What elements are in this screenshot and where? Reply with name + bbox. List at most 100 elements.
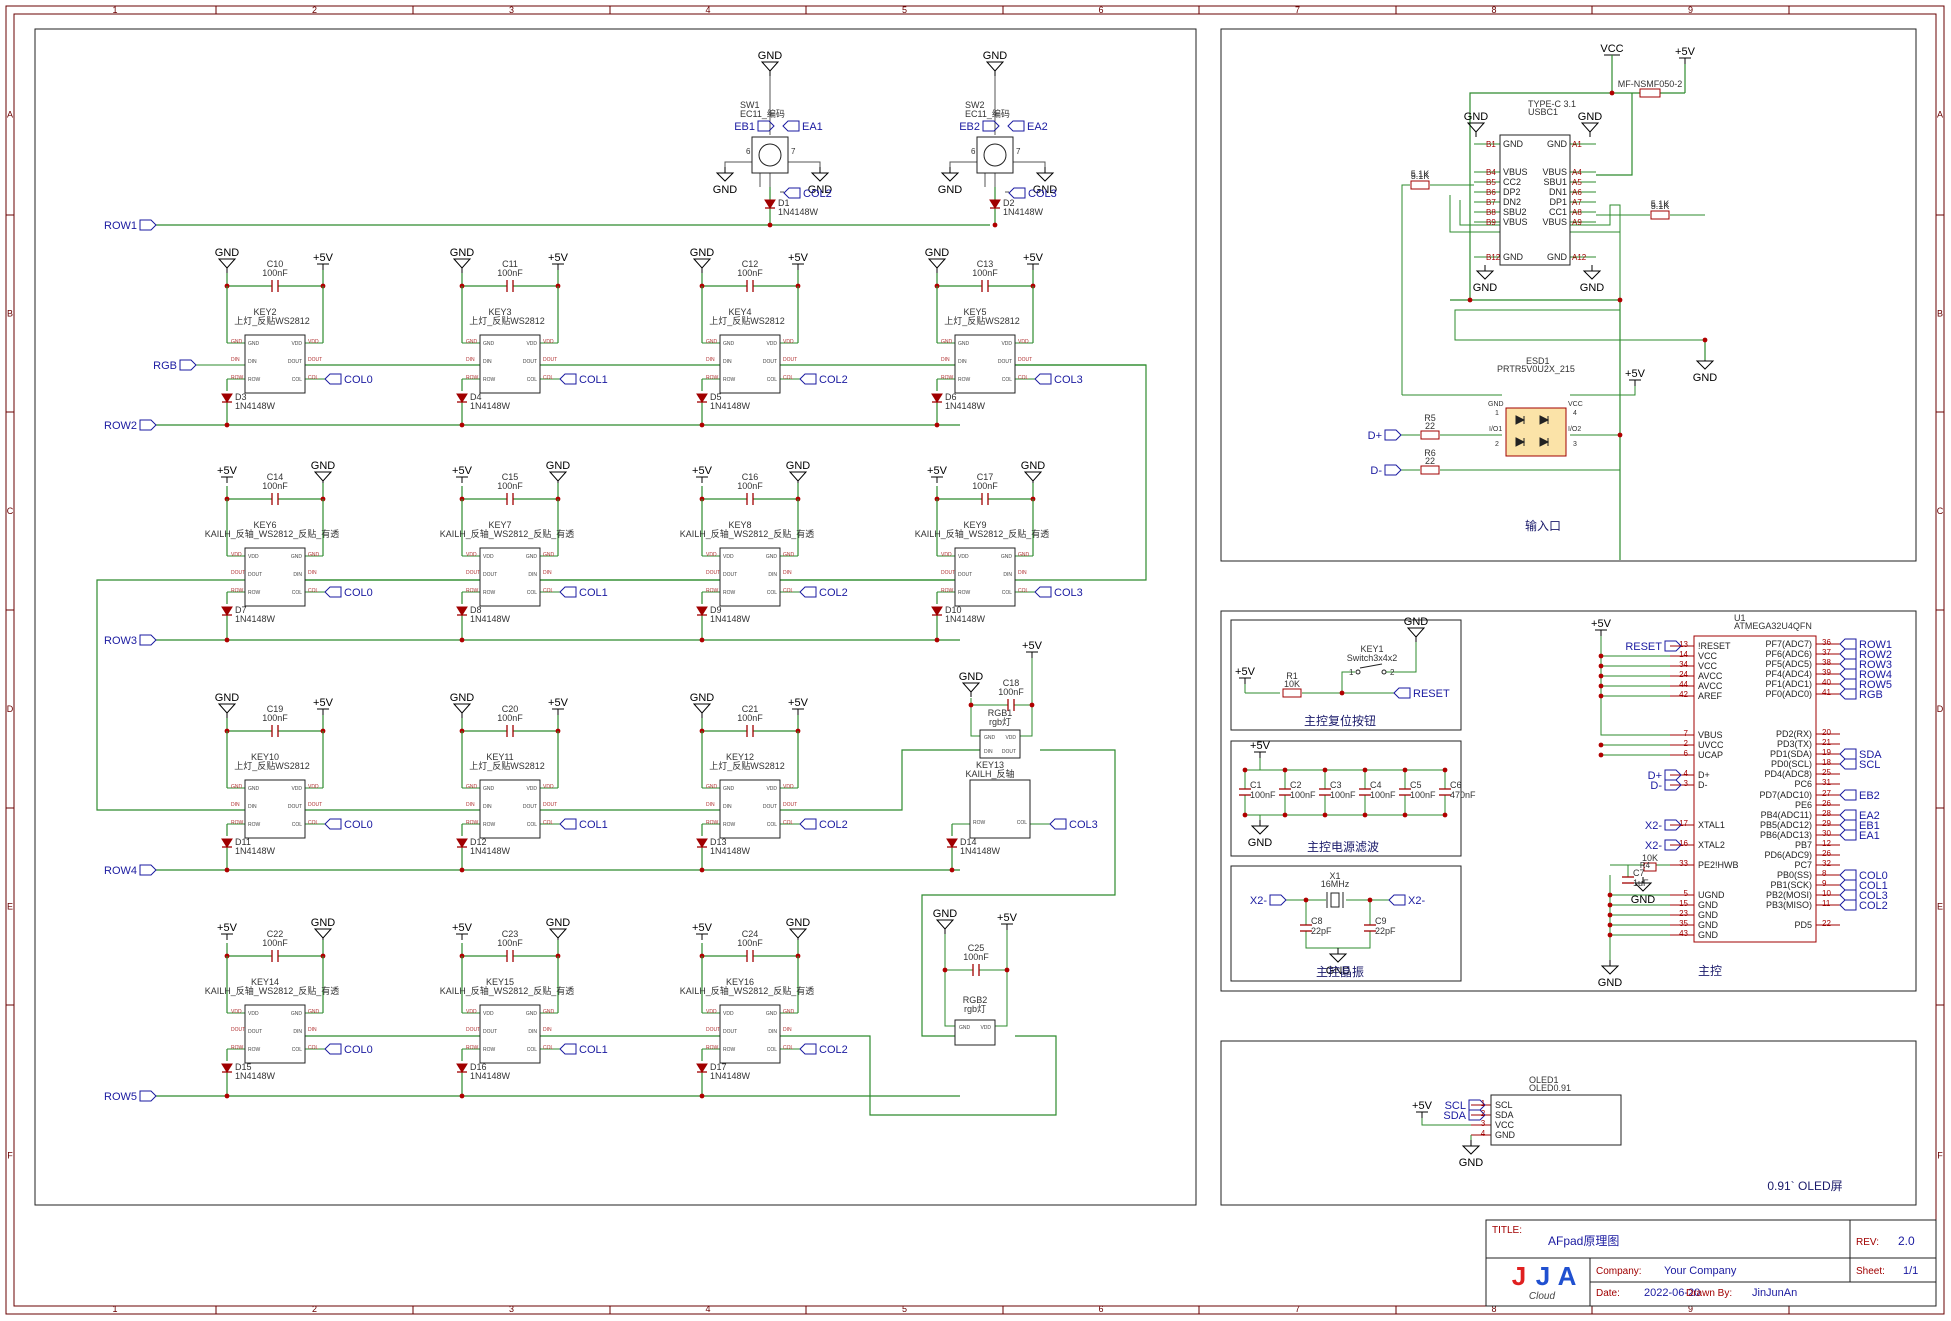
net-label: RGB [1859,689,1883,701]
gnd-label: GND [311,917,336,929]
key-ref: KEY7 [488,520,511,530]
net-flag [1664,819,1682,831]
gnd-label: GND [1459,1157,1484,1169]
mcu-pin-num: 33 [1679,859,1688,868]
key-model: 上灯_反贴WS2812 [234,760,310,771]
oled-pin: GND [1495,1130,1516,1140]
power-label: +5V [1022,640,1043,652]
pin-label: COL [767,590,778,596]
usb-pin-right: GND [1547,139,1568,149]
cap-value: 100nF [497,481,523,491]
encoder-body [751,136,789,174]
junction-dot [968,702,974,708]
gnd-label: GND [933,908,958,920]
encoder-knob [983,143,1007,167]
gnd-symbol [1600,965,1620,975]
gnd-symbol [1250,825,1270,835]
cap-ref: C5 [1410,780,1422,790]
pin-name: COL [1018,375,1029,381]
reset-key-part: Switch3x4x2 [1347,653,1398,663]
pin-name: DIN [783,570,792,576]
mcu-pin-num: 30 [1822,829,1831,838]
net-label: COL0 [344,1044,373,1056]
pin-name: GND [466,339,478,345]
pin-label: ROW [483,590,496,596]
mcu-pin-num: 14 [1679,650,1688,659]
gnd-symbol [452,258,472,269]
cap-value: 100nF [497,713,523,723]
resistor [1420,430,1440,440]
res-ref: R1 [1286,671,1298,681]
mcu-pin-right: PD5 [1794,920,1812,930]
usb-pin-right: VBUS [1542,167,1567,177]
mcu-pin-left: XTAL1 [1698,820,1725,830]
junction-dot [1242,812,1248,818]
pin-name: GND [543,1009,555,1015]
pin-name: DIN [941,357,950,363]
net-label: COL0 [1859,870,1888,882]
gnd-label: GND [1693,372,1718,384]
junction-dot [1339,690,1345,696]
junction-dot [1004,967,1010,973]
cap-value: 100nF [1290,790,1316,800]
net-flag [1839,658,1857,670]
cap-ref: C18 [1003,678,1020,688]
junction-dot [1362,767,1368,773]
key-ref: KEY4 [728,307,751,317]
pin-name: GND [783,552,795,558]
gnd-label: GND [758,50,783,62]
cap-ref: C6 [1450,780,1462,790]
net-label: COL3 [1028,188,1057,200]
net-flag [1468,1099,1486,1111]
esd-pin: VCC [1568,401,1583,408]
mcu-pin-num: 42 [1679,690,1688,699]
frame-row-label: B [1937,309,1943,319]
mcu-pin-num: 20 [1822,728,1831,737]
mcu-pin-left: AREF [1698,691,1723,701]
gnd-symbol [985,61,1005,72]
mcu-pin-num: 16 [1679,839,1688,848]
res-value: 5.1K [1411,169,1430,179]
gnd-symbol [788,928,808,939]
pin-label: DOUT [523,804,537,810]
key-body [244,1004,306,1064]
mcu-pin-num: 32 [1822,859,1831,868]
wire [1570,386,1636,396]
junction-dot [1607,932,1613,938]
gnd-symbol [760,61,780,72]
mcu-pin-num: 31 [1822,778,1831,787]
outer-border [5,5,1945,1315]
net-flag [139,864,157,876]
diode-ref: D11 [235,837,251,847]
net-flag [799,818,817,830]
mcu-pin-right: PF0(ADC0) [1765,689,1812,699]
net-flag [324,373,342,385]
usb-pin-num: B4 [1486,168,1496,177]
mcu-pin-num: 41 [1822,688,1831,697]
cap-ref: C12 [742,259,759,269]
rgb-chain [780,1035,1057,1116]
mcu-pin-num: 27 [1822,789,1831,798]
pin-name: GND [231,339,243,345]
pin-name: ROW [466,820,479,826]
key13-body [969,779,1031,839]
pin-label: DOUT [483,1029,497,1035]
power-label: +5V [692,922,713,934]
cap-ref: C25 [968,943,985,953]
net-label: RESET [1413,688,1450,700]
frame-col-label: 8 [1491,5,1496,15]
gnd-label: GND [808,184,833,196]
section-title-filter: 主控电源滤波 [1307,840,1379,854]
diode-ref: D14 [960,837,977,847]
esd-pin: 1 [1495,410,1499,417]
pin-label: VDD [766,786,777,792]
key-model: 上灯_反贴WS2812 [944,315,1020,326]
mcu-pin-left: VCC [1698,661,1718,671]
cap-value: 470nF [1450,790,1476,800]
power-label: +5V [1412,1100,1433,1112]
rev-value: 2.0 [1898,1234,1915,1248]
pin-name: GND [706,339,718,345]
pin-name: VDD [706,552,717,558]
pin-name: GND [543,552,555,558]
